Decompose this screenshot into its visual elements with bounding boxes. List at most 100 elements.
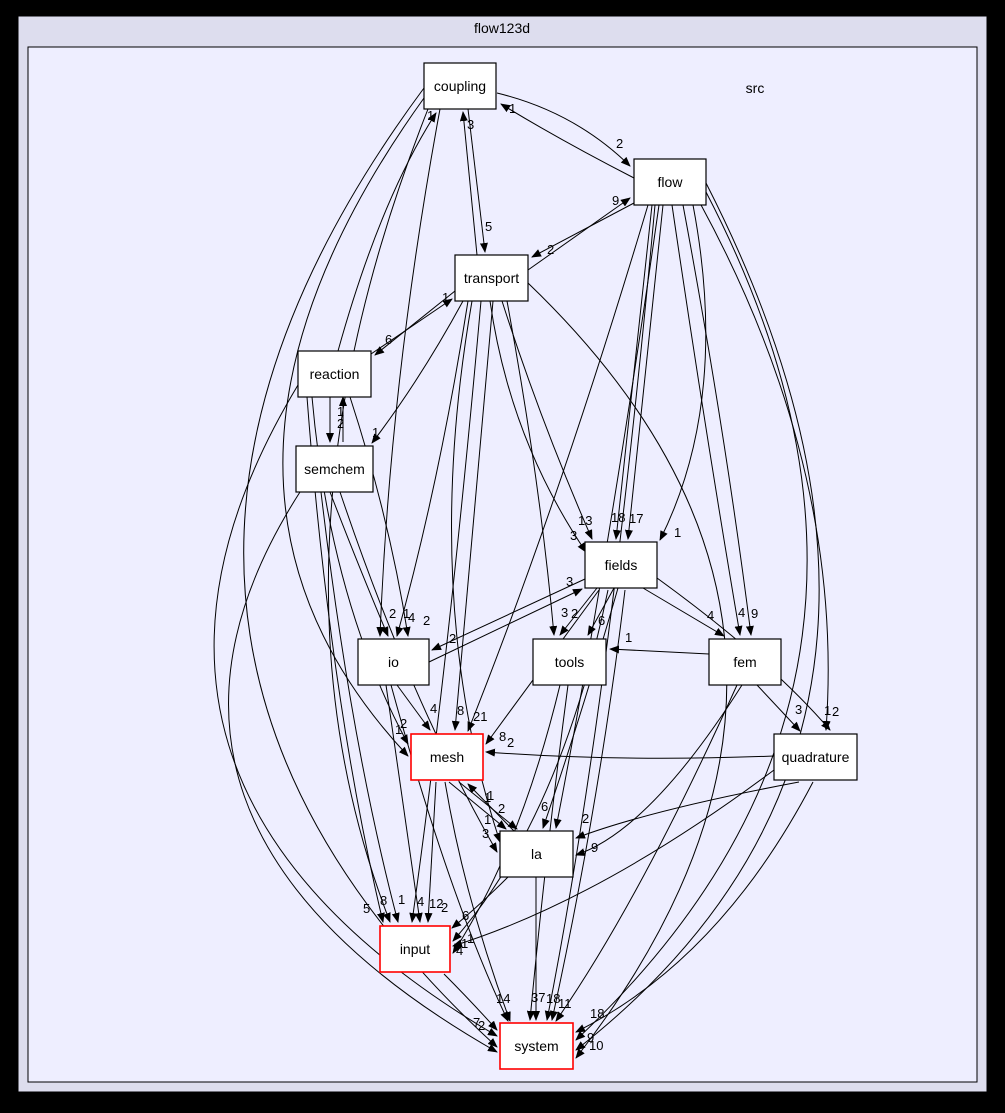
node-box-system[interactable] xyxy=(499,1022,574,1070)
edge-semchem-la xyxy=(339,491,498,853)
edge-flow-system xyxy=(575,191,808,1041)
edge-reaction-transport xyxy=(370,298,453,355)
edge-transport-fields xyxy=(489,300,587,553)
edge-label-fields-quadrature: 2 xyxy=(832,704,839,719)
edge-label-mesh-la: 1 xyxy=(484,790,491,805)
edge-label-reaction-transport: 1 xyxy=(442,290,449,305)
node-box-semchem[interactable] xyxy=(295,445,374,493)
node-label-quadrature: quadrature xyxy=(782,749,850,765)
edge-label-transport-coupling: 3 xyxy=(467,117,474,132)
edge-label-quadrature-input: 1 xyxy=(461,936,468,951)
edge-label-la-mesh: 1 xyxy=(487,788,494,803)
node-label-system: system xyxy=(514,1038,558,1054)
edge-fields-tools xyxy=(587,587,615,636)
node-box-reaction[interactable] xyxy=(297,350,372,398)
edge-transport-fields xyxy=(501,300,593,540)
edge-quadrature-input xyxy=(452,769,775,948)
node-reaction[interactable]: reaction xyxy=(297,350,372,398)
edge-mesh-input xyxy=(424,781,437,923)
node-mesh[interactable]: mesh xyxy=(410,733,484,781)
edge-label-flow-transport: 2 xyxy=(547,242,554,257)
node-semchem[interactable]: semchem xyxy=(295,445,374,493)
edge-label-coupling-mesh: 1 xyxy=(395,722,402,737)
node-quadrature[interactable]: quadrature xyxy=(773,733,858,781)
edge-transport-semchem xyxy=(371,300,464,444)
edge-label-mesh-la: 2 xyxy=(498,801,505,816)
edge-flow-transport xyxy=(531,202,635,258)
node-box-fem[interactable] xyxy=(708,638,782,686)
edge-label-transport-tools: 2 xyxy=(571,606,578,621)
edge-label-fields-fem: 4 xyxy=(707,608,714,623)
edge-input-system xyxy=(443,973,498,1031)
edge-label-la-system: 37 xyxy=(531,990,545,1005)
edge-label-coupling-input: 8 xyxy=(380,893,387,908)
edge-label-flow-system: 10 xyxy=(589,1038,603,1053)
edge-mesh-la xyxy=(448,781,507,830)
edge-label-flow-fields: 1 xyxy=(674,525,681,540)
edge-quadrature-la xyxy=(575,781,800,839)
node-box-flow[interactable] xyxy=(633,158,707,206)
edge-label-fields-input: 1 xyxy=(467,931,474,946)
node-box-transport[interactable] xyxy=(454,254,529,302)
edge-coupling-transport xyxy=(467,108,488,253)
node-system[interactable]: system xyxy=(499,1022,574,1070)
edge-label-fem-system: 11 xyxy=(558,996,572,1011)
node-box-input[interactable] xyxy=(379,925,451,973)
edge-label-coupling-system: 7 xyxy=(473,1015,480,1030)
edge-flow-fem xyxy=(682,204,754,636)
node-input[interactable]: input xyxy=(379,925,451,973)
node-fields[interactable]: fields xyxy=(584,541,658,589)
node-coupling[interactable]: coupling xyxy=(423,62,497,110)
node-label-la: la xyxy=(531,846,542,862)
edge-label-reaction-system: 2 xyxy=(478,1018,485,1033)
edge-io-system xyxy=(390,684,509,1022)
edge-label-transport-io: 4 xyxy=(408,610,415,625)
edge-label-semchem-input: 1 xyxy=(398,892,405,907)
graph-title: flow123d xyxy=(474,20,530,36)
edge-transport-reaction xyxy=(374,290,456,356)
node-box-quadrature[interactable] xyxy=(773,733,858,781)
edge-io-input xyxy=(385,684,423,923)
node-box-coupling[interactable] xyxy=(423,62,497,110)
edge-reaction-coupling xyxy=(337,112,437,352)
node-box-fields[interactable] xyxy=(584,541,658,589)
node-io[interactable]: io xyxy=(357,638,430,686)
edge-label-flow-quadrature: 1 xyxy=(824,703,831,718)
edge-label-io-mesh: 4 xyxy=(430,701,437,716)
edge-flow-fields xyxy=(659,204,707,541)
edge-semchem-input xyxy=(320,491,400,923)
edge-semchem-system xyxy=(228,491,498,1053)
edge-label-transport-reaction: 6 xyxy=(385,332,392,347)
node-fem[interactable]: fem xyxy=(708,638,782,686)
edge-label-fields-io: 2 xyxy=(449,631,456,646)
edge-io-fields xyxy=(428,588,583,663)
edge-fem-quadrature xyxy=(756,684,801,732)
node-label-transport: transport xyxy=(464,270,519,286)
node-transport[interactable]: transport xyxy=(454,254,529,302)
edge-mesh-la xyxy=(458,781,518,830)
edge-label-coupling-io: 2 xyxy=(389,606,396,621)
node-flow[interactable]: flow xyxy=(633,158,707,206)
node-tools[interactable]: tools xyxy=(532,638,607,686)
node-la[interactable]: la xyxy=(499,830,574,878)
node-box-la[interactable] xyxy=(499,830,574,878)
node-box-tools[interactable] xyxy=(532,638,607,686)
edge-coupling-input xyxy=(327,108,429,923)
src-cluster-box xyxy=(27,46,978,1083)
edge-coupling-mesh xyxy=(282,97,425,757)
edge-label-transport-input: 4 xyxy=(417,894,424,909)
edge-label-quadrature-la: 2 xyxy=(582,811,589,826)
edge-label-fields-la: 6 xyxy=(541,799,548,814)
edge-label-flow-system: 18 xyxy=(546,991,560,1006)
edge-flow-la xyxy=(553,204,660,829)
edge-transport-mesh xyxy=(451,300,494,731)
edge-label-fields-tools: 3 xyxy=(561,605,568,620)
edge-label-semchem-io: 1 xyxy=(403,606,410,621)
cluster-label: src xyxy=(746,80,765,96)
edge-flow-fem xyxy=(671,204,743,636)
node-box-io[interactable] xyxy=(357,638,430,686)
edge-label-flow-coupling: 1 xyxy=(509,101,516,116)
node-label-input: input xyxy=(400,941,430,957)
node-box-mesh[interactable] xyxy=(410,733,484,781)
